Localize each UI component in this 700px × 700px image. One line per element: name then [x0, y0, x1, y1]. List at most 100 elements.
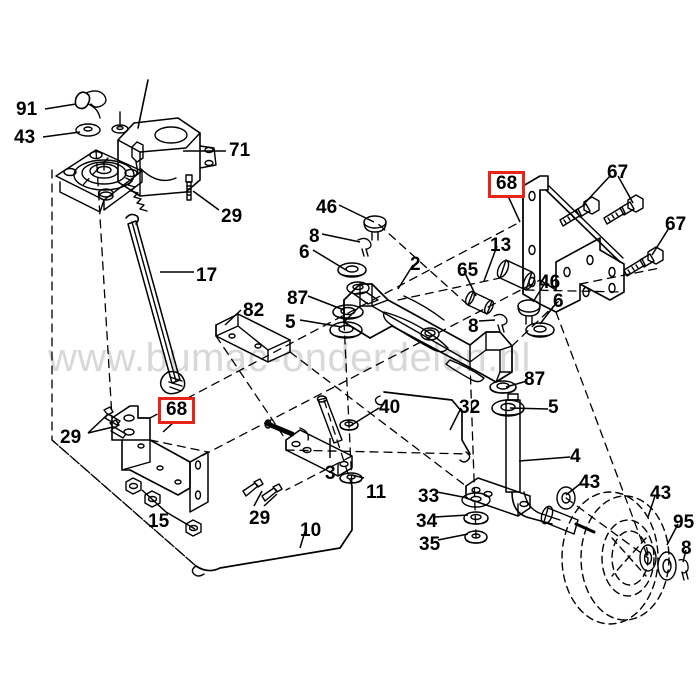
leader-line-13	[299, 527, 307, 549]
leader-line-15	[321, 233, 361, 243]
hairpin-clip-91	[74, 90, 107, 119]
callout-3: 3	[325, 463, 336, 484]
callout-68-highlighted: 68	[488, 171, 526, 198]
leader-line-22	[351, 474, 365, 479]
leader-line-3	[192, 190, 220, 211]
bolt-67-c	[623, 246, 664, 277]
callout-8: 8	[468, 316, 479, 337]
front-wheel	[561, 491, 670, 625]
leader-line-26	[437, 533, 469, 541]
leader-line-36	[505, 380, 528, 388]
leader-line-28	[483, 245, 498, 282]
callout-34: 34	[416, 511, 438, 532]
leader-line-33	[582, 175, 611, 206]
leader-line-32	[478, 319, 496, 322]
leader-line-38	[518, 456, 571, 462]
washer-43-top	[75, 123, 101, 137]
callout-leader-lines	[42, 103, 687, 563]
cotter-pin-8-wheel	[678, 558, 689, 581]
washer-small-top	[111, 111, 129, 134]
leader-line-11	[253, 490, 263, 507]
callout-13: 13	[490, 235, 512, 256]
callout-29: 29	[249, 508, 271, 529]
callout-43: 43	[14, 127, 36, 148]
callout-5: 5	[548, 397, 559, 418]
left-mount-bracket-68	[111, 405, 209, 513]
washer-95	[657, 551, 677, 581]
leader-line-19	[397, 264, 414, 290]
callout-46: 46	[539, 272, 561, 293]
leader-line-24	[436, 491, 469, 499]
callout-43: 43	[650, 483, 672, 504]
leader-line-41	[666, 523, 679, 546]
callout-2: 2	[410, 254, 421, 275]
callout-65: 65	[457, 260, 479, 281]
callout-67: 67	[607, 162, 629, 183]
steering-shaft-17	[125, 213, 186, 395]
leader-line-40	[647, 495, 656, 518]
leader-line-39	[565, 483, 581, 496]
washer-33	[461, 492, 491, 508]
steering-gear-housing	[117, 117, 217, 197]
callout-32: 32	[459, 397, 481, 418]
bearing-87-left	[332, 304, 364, 320]
callout-67: 67	[665, 214, 687, 235]
callout-87: 87	[287, 288, 309, 309]
leader-line-35	[651, 227, 670, 256]
callout-6: 6	[553, 291, 564, 312]
leader-line-18	[299, 319, 343, 328]
callout-11: 11	[366, 482, 387, 503]
leader-line-14	[338, 204, 375, 223]
leader-line-37	[509, 407, 549, 410]
callout-82: 82	[243, 300, 265, 321]
callout-17: 17	[196, 265, 218, 286]
bolt-29-upper	[185, 174, 193, 201]
callout-43: 43	[579, 472, 601, 493]
leader-line-29	[463, 270, 477, 297]
leader-line-12	[263, 493, 278, 507]
leader-line-9	[141, 489, 167, 513]
spindle-4	[505, 393, 596, 535]
callout-6: 6	[299, 242, 310, 263]
assembly-guide-lines	[51, 149, 661, 567]
gear-mount-plate	[55, 149, 143, 213]
bracket-82	[215, 313, 291, 363]
bolt-67-b	[603, 194, 644, 225]
washer-6-left	[337, 262, 367, 278]
callout-95: 95	[673, 512, 695, 533]
leader-line-5	[224, 309, 242, 326]
leader-line-25	[434, 514, 469, 518]
callout-87: 87	[524, 369, 546, 390]
grease-fitting-46-left	[363, 215, 387, 241]
leader-line-8	[87, 426, 114, 434]
bearing-87-right	[489, 380, 517, 394]
leader-line-30	[532, 282, 546, 303]
bolt-67-a	[559, 196, 600, 227]
cotter-pin-8-right	[493, 313, 508, 333]
callout-71: 71	[229, 140, 251, 161]
callout-29: 29	[221, 206, 243, 227]
callout-8: 8	[309, 226, 320, 247]
callout-68-highlighted: 68	[158, 397, 196, 424]
washer-5-left	[329, 321, 363, 339]
callout-4: 4	[570, 446, 581, 467]
washer-43-spindle	[556, 486, 576, 510]
nuts-15	[125, 477, 202, 537]
leader-line-27	[507, 195, 521, 223]
callout-33: 33	[418, 486, 440, 507]
bolts-29-right	[242, 478, 283, 502]
leader-line-0	[44, 103, 77, 110]
leader-line-10	[165, 511, 196, 530]
leader-line-21	[349, 407, 380, 427]
steering-rod-upper	[137, 79, 149, 129]
callout-5: 5	[285, 312, 296, 333]
steering-arm-plate-3	[264, 395, 353, 477]
callout-91: 91	[16, 99, 38, 120]
leader-line-42	[682, 549, 687, 563]
callout-35: 35	[419, 534, 441, 555]
leader-line-17	[307, 295, 345, 311]
leader-line-23	[449, 407, 462, 431]
axle-left-pivot	[346, 281, 370, 295]
washer-43-outer	[639, 544, 657, 572]
